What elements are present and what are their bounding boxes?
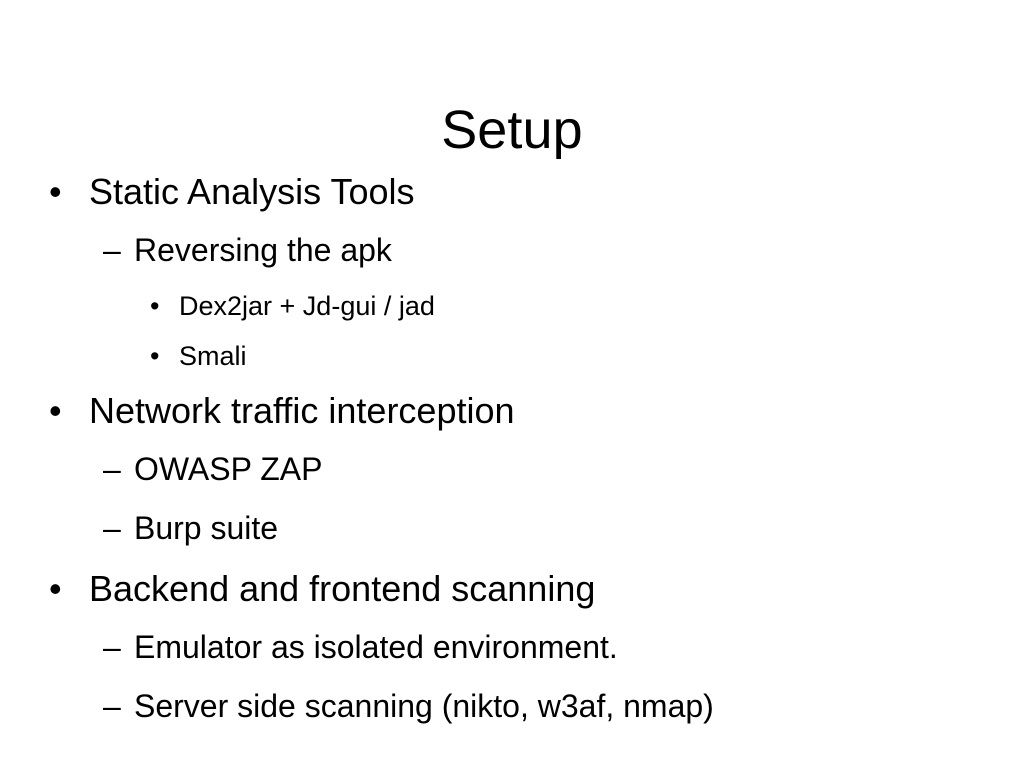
bullet-marker-icon: • [150, 291, 160, 321]
bullet-text: Backend and frontend scanning [89, 568, 596, 609]
bullet-marker-icon: • [49, 568, 62, 609]
bullet-marker-icon: • [150, 341, 160, 371]
bullet-text: Server side scanning (nikto, w3af, nmap) [134, 688, 714, 724]
bullet-item-level-2: –Server side scanning (nikto, w3af, nmap… [0, 684, 1024, 743]
bullet-text: Smali [179, 341, 247, 371]
bullet-marker-icon: • [49, 390, 62, 431]
dash-marker-icon: – [103, 629, 121, 665]
bullet-text: OWASP ZAP [134, 451, 323, 487]
bullet-item-level-3: • Smali [0, 337, 1024, 387]
dash-marker-icon: – [103, 510, 121, 546]
dash-marker-icon: – [103, 451, 121, 487]
bullet-text: Burp suite [134, 510, 279, 546]
bullet-item-level-2: –Burp suite [0, 506, 1024, 565]
bullet-text: Reversing the apk [134, 232, 392, 268]
bullet-item-level-2: –OWASP ZAP [0, 447, 1024, 506]
bullet-item-level-2: –Reversing the apk [0, 228, 1024, 287]
bullet-marker-icon: • [49, 171, 62, 212]
slide-body-outline: •Static Analysis Tools–Reversing the apk… [0, 168, 1024, 743]
page-title: Setup [441, 100, 583, 161]
bullet-item-level-2: –Emulator as isolated environment. [0, 625, 1024, 684]
bullet-item-level-3: • Dex2jar + Jd-gui / jad [0, 287, 1024, 337]
bullet-text: Network traffic interception [89, 390, 515, 431]
dash-marker-icon: – [103, 688, 121, 724]
dash-marker-icon: – [103, 232, 121, 268]
bullet-text: Dex2jar + Jd-gui / jad [179, 291, 435, 321]
bullet-text: Static Analysis Tools [89, 171, 415, 212]
bullet-text: Emulator as isolated environment. [134, 629, 618, 665]
bullet-item-level-1: • Static Analysis Tools [0, 168, 1024, 228]
bullet-item-level-1: • Backend and frontend scanning [0, 565, 1024, 625]
bullet-item-level-1: • Network traffic interception [0, 387, 1024, 447]
